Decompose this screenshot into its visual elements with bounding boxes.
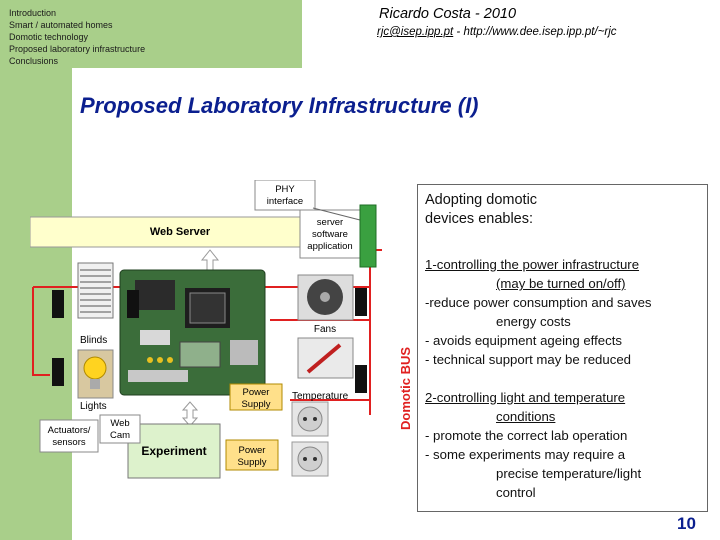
server-app-line-1: server (317, 217, 343, 228)
domotic-bus-label: Domotic BUS (398, 347, 413, 430)
server-app-line-3: application (307, 241, 352, 252)
power-socket-icon (291, 401, 329, 477)
point-1-subline: (may be turned on/off) (496, 276, 626, 291)
fan-icon (297, 274, 354, 321)
nav-item-introduction[interactable]: Introduction (9, 8, 57, 18)
author-line: Ricardo Costa - 2010 (379, 6, 517, 22)
homepage-text: - http://www.dee.isep.ipp.pt/~rjc (453, 26, 617, 38)
heading-line-2: devices enables: (425, 211, 534, 227)
lights-label: Lights (80, 401, 107, 412)
web-cam-line-1: Web (110, 418, 129, 429)
point-2-subline: conditions (496, 409, 556, 424)
power-supply-bottom-line-1: Power (239, 445, 266, 456)
bus-left-wire (32, 287, 50, 376)
contact-line: rjc@isep.ipp.pt - http://www.dee.isep.ip… (377, 26, 617, 38)
power-supply-top-line-1: Power (243, 387, 270, 398)
page-number: 10 (677, 514, 696, 533)
blinds-label: Blinds (80, 335, 107, 346)
slide-title: Proposed Laboratory Infrastructure (I) (80, 93, 479, 118)
web-server-label: Web Server (150, 226, 211, 238)
point-2-item-cont: precise temperature/light (496, 466, 642, 481)
email-link[interactable]: rjc@isep.ipp.pt (377, 26, 454, 38)
point-2-item-cont: control (496, 485, 536, 500)
web-cam-box (99, 414, 141, 444)
fans-label: Fans (314, 324, 336, 335)
point-1-item: - technical support may be reduced (425, 352, 631, 367)
nav-item-smart-homes[interactable]: Smart / automated homes (9, 20, 113, 30)
point-2-item: - promote the correct lab operation (425, 428, 628, 443)
power-supply-bottom-box (225, 439, 279, 471)
experiment-label: Experiment (141, 444, 206, 458)
server-app-line-2: software (312, 229, 348, 240)
point-2-item: - some experiments may require a (425, 447, 626, 462)
actuators-line-2: sensors (52, 437, 86, 448)
server-app-box (299, 209, 361, 259)
point-1-item: -reduce power consumption and saves (425, 295, 652, 310)
nav-item-conclusions[interactable]: Conclusions (9, 56, 59, 66)
point-2-heading: 2-controlling light and temperature (425, 390, 626, 405)
updown-arrow-icon (181, 401, 199, 427)
power-supply-top-box (229, 383, 283, 411)
actuators-box (39, 419, 99, 453)
power-supply-top-line-2: Supply (241, 399, 270, 410)
temperature-label: Temperature (292, 391, 349, 402)
nav-item-proposed-infrastructure[interactable]: Proposed laboratory infrastructure (9, 44, 146, 54)
benefits-heading: Adopting domotic devices enables: (425, 191, 537, 229)
point-1-heading: 1-controlling the power infrastructure (425, 257, 640, 272)
nav-list: Introduction Smart / automated homes Dom… (9, 7, 145, 67)
power-supply-bottom-line-2: Supply (237, 457, 266, 468)
web-cam-line-2: Cam (110, 430, 130, 441)
point-1-item-cont: energy costs (496, 314, 571, 329)
relay-module-icon (52, 288, 367, 393)
phy-label-line-1: PHY (275, 184, 295, 195)
point-1-item: - avoids equipment ageing effects (425, 333, 622, 348)
experiment-box (127, 423, 221, 479)
nav-panel: Introduction Smart / automated homes Dom… (0, 0, 302, 68)
nav-item-domotic-technology[interactable]: Domotic technology (9, 32, 89, 42)
fpga-board-icon (119, 269, 266, 396)
actuators-line-1: Actuators/ (48, 425, 91, 436)
lab-infrastructure-diagram: Web Server server software application P… (30, 180, 413, 479)
light-bulb-icon (77, 349, 114, 399)
phy-connector (359, 204, 377, 268)
phy-label-line-2: interface (267, 196, 303, 207)
phy-interface-box (254, 180, 316, 211)
benefits-text-box: Adopting domotic devices enables: 1-cont… (417, 184, 708, 512)
phy-pointer (312, 207, 361, 221)
blinds-icon (77, 262, 114, 319)
thermometer-icon (297, 337, 354, 379)
heading-line-1: Adopting domotic (425, 192, 538, 208)
